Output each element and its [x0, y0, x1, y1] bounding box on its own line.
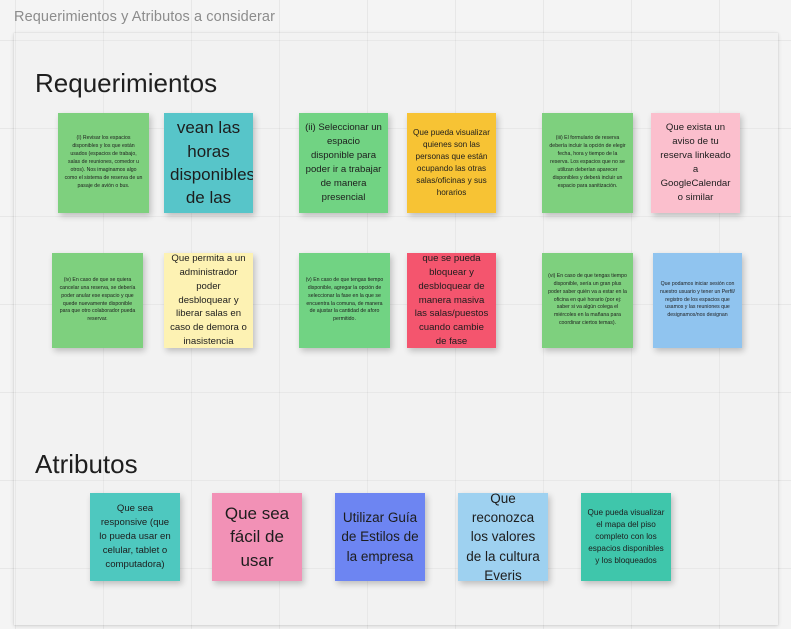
- sticky-note[interactable]: Que sea responsive (que lo pueda usar en…: [90, 493, 180, 581]
- sticky-note[interactable]: (I) Revisar los espacios disponibles y l…: [58, 113, 149, 213]
- sticky-note-text: (v) En caso de que tengas tiempo disponi…: [305, 276, 384, 323]
- sticky-note-text: Que sea responsive (que lo pueda usar en…: [99, 503, 171, 570]
- sticky-note[interactable]: Que sea fácil de usar: [212, 493, 302, 581]
- sticky-note[interactable]: Que pueda visualizar el mapa del piso co…: [581, 493, 671, 581]
- sticky-note-text: Que reconozca los valores de la cultura …: [466, 493, 540, 581]
- sticky-note-text: (I) Revisar los espacios disponibles y l…: [64, 135, 143, 189]
- sticky-note-text: Que exista un aviso de tu reserva linkea…: [660, 122, 731, 203]
- sticky-note[interactable]: Utilizar Guía de Estilos de la empresa: [335, 493, 425, 581]
- sticky-note[interactable]: (iv) En caso de que se quiera cancelar u…: [52, 253, 143, 348]
- sticky-note-text: Que podamos iniciar sesión con nuestro u…: [660, 280, 735, 319]
- sticky-note[interactable]: (v) En caso de que tengas tiempo disponi…: [299, 253, 390, 348]
- sticky-note[interactable]: (iii) El formulario de reserva debería i…: [542, 113, 633, 213]
- sticky-note[interactable]: que se pueda bloquear y desbloquear de m…: [407, 253, 496, 348]
- sticky-note-text: Que permita a un administrador poder des…: [170, 253, 247, 348]
- sticky-note[interactable]: Que permita a un administrador poder des…: [164, 253, 253, 348]
- frame-title[interactable]: Requerimientos y Atributos a considerar: [14, 9, 275, 25]
- sticky-note[interactable]: Que podamos iniciar sesión con nuestro u…: [653, 253, 742, 348]
- sticky-note-text: Utilizar Guía de Estilos de la empresa: [341, 510, 419, 564]
- sticky-note-text: (ii) Seleccionar un espacio disponible p…: [305, 122, 382, 203]
- sticky-note[interactable]: Que reconozca los valores de la cultura …: [458, 493, 548, 581]
- sticky-note-text: (iii) El formulario de reserva debería i…: [549, 135, 626, 189]
- sticky-note-text: Que pueda visualizar quienes son las per…: [413, 128, 490, 197]
- sticky-note[interactable]: Que se vean las horas disponibles de las…: [164, 113, 253, 213]
- section-heading-atributos: Atributos: [35, 449, 138, 479]
- sticky-note[interactable]: Que exista un aviso de tu reserva linkea…: [651, 113, 740, 213]
- sticky-note-text: Que pueda visualizar el mapa del piso co…: [587, 508, 665, 565]
- board-frame[interactable]: Requerimientos Atributos (I) Revisar los…: [14, 33, 778, 625]
- sticky-note[interactable]: Que pueda visualizar quienes son las per…: [407, 113, 496, 213]
- sticky-note-text: (vi) En caso de que tengas tiempo dispon…: [548, 272, 627, 327]
- sticky-note-text: Que sea fácil de usar: [224, 503, 290, 570]
- sticky-note-text: que se pueda bloquear y desbloquear de m…: [414, 253, 489, 348]
- section-heading-requerimientos: Requerimientos: [35, 68, 218, 98]
- sticky-note-text: (iv) En caso de que se quiera cancelar u…: [59, 276, 136, 323]
- sticky-note[interactable]: (ii) Seleccionar un espacio disponible p…: [299, 113, 388, 213]
- sticky-note[interactable]: (vi) En caso de que tengas tiempo dispon…: [542, 253, 633, 348]
- sticky-note-text: Que se vean las horas disponibles de las…: [170, 113, 253, 213]
